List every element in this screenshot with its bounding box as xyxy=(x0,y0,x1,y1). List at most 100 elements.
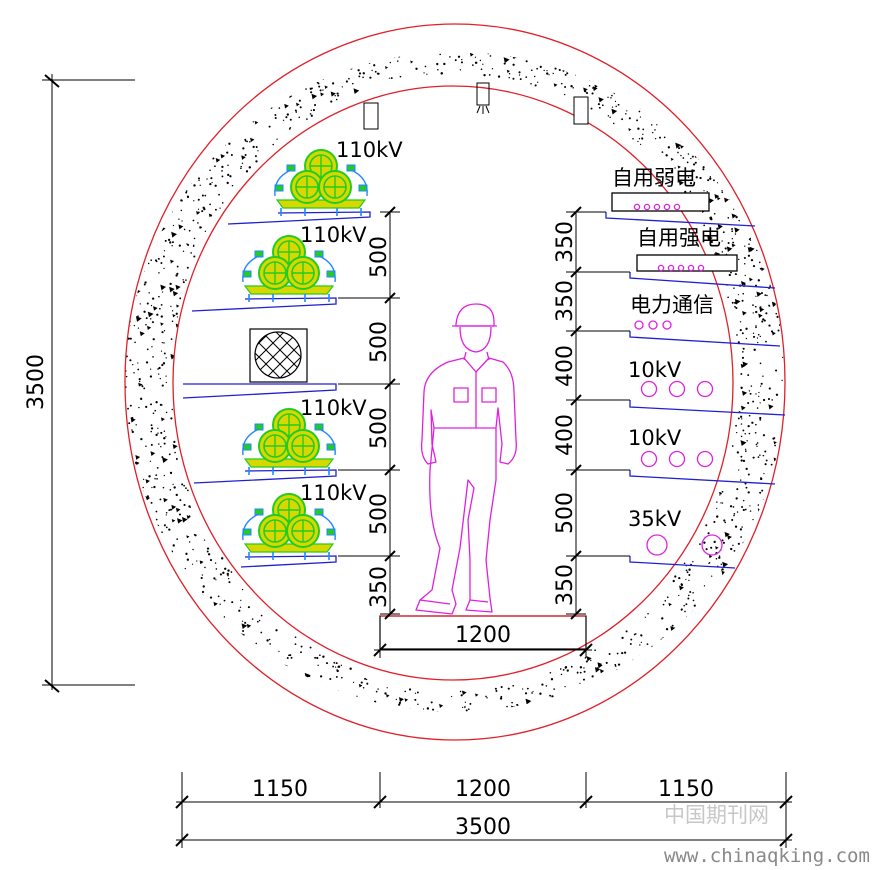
speckle xyxy=(171,310,174,312)
speckle xyxy=(594,84,598,89)
right-label-5: 10kV xyxy=(628,426,682,450)
speckle xyxy=(172,544,175,547)
speckle xyxy=(209,596,213,599)
speckle xyxy=(436,62,439,66)
speckle xyxy=(741,526,743,528)
speckle xyxy=(204,230,207,232)
speckle xyxy=(157,368,159,370)
speckle xyxy=(661,151,664,153)
speckle xyxy=(762,375,764,377)
speckle xyxy=(586,689,589,692)
speckle xyxy=(163,442,166,445)
speckle xyxy=(314,656,317,659)
speckle xyxy=(718,171,720,174)
speckle xyxy=(481,47,483,49)
speckle xyxy=(161,291,164,293)
speckle xyxy=(270,106,273,109)
speckle xyxy=(759,362,762,365)
speckle xyxy=(731,301,734,304)
speckle xyxy=(154,409,157,412)
speckle xyxy=(244,154,247,157)
speckle xyxy=(666,596,669,599)
speckle xyxy=(268,125,271,128)
speckle xyxy=(309,685,314,691)
right-dimension-chain xyxy=(566,206,630,620)
speckle xyxy=(150,451,156,456)
speckle xyxy=(756,407,759,409)
speckle xyxy=(258,653,261,656)
speckle xyxy=(150,424,153,427)
speckle xyxy=(741,506,744,508)
speckle xyxy=(158,366,161,370)
speckle xyxy=(170,508,173,511)
speckle xyxy=(398,703,401,706)
speckle xyxy=(597,103,600,106)
speckle xyxy=(182,281,185,284)
speckle xyxy=(204,194,207,197)
speckle xyxy=(573,695,576,698)
speckle xyxy=(594,667,601,673)
speckle xyxy=(227,569,230,572)
speckle xyxy=(250,648,252,651)
speckle xyxy=(156,466,159,469)
speckle xyxy=(356,716,358,718)
speckle xyxy=(435,41,437,43)
speckle xyxy=(630,638,633,641)
speckle xyxy=(245,115,248,117)
speckle xyxy=(474,56,477,58)
speckle xyxy=(548,49,550,51)
speckle xyxy=(176,265,179,268)
speckle xyxy=(356,695,358,697)
clamp-ear xyxy=(254,508,264,516)
speckle xyxy=(162,255,165,258)
speckle xyxy=(186,515,191,520)
speckle xyxy=(181,220,183,222)
clamp-ear xyxy=(314,508,324,516)
speckle xyxy=(159,498,162,501)
speckle xyxy=(599,72,602,75)
right-cable-trays xyxy=(605,212,786,569)
speckle xyxy=(771,301,778,307)
speckle xyxy=(127,337,130,340)
speckle xyxy=(759,307,765,313)
speckle xyxy=(499,697,503,700)
speckle xyxy=(512,77,515,80)
speckle xyxy=(357,69,360,72)
speckle xyxy=(151,346,153,348)
speckle xyxy=(201,594,203,596)
speckle xyxy=(294,69,298,73)
speckle xyxy=(628,93,634,99)
speckle xyxy=(720,492,722,495)
speckle xyxy=(306,72,308,75)
left-spacing-3: 500 xyxy=(367,407,392,449)
speckle xyxy=(356,51,359,53)
speckle xyxy=(742,310,747,316)
speckle xyxy=(169,286,175,293)
speckle xyxy=(342,707,345,709)
speckle xyxy=(168,509,171,512)
speckle xyxy=(694,616,696,619)
speckle xyxy=(765,459,768,462)
speckle xyxy=(137,315,139,317)
speckle xyxy=(512,56,516,59)
speckle xyxy=(186,535,190,539)
speckle xyxy=(188,541,191,543)
speckle xyxy=(553,83,558,87)
speckle xyxy=(240,167,242,170)
speckle xyxy=(415,47,416,48)
speckle xyxy=(310,114,313,117)
speckle xyxy=(642,128,645,131)
speckle xyxy=(313,104,317,107)
speckle xyxy=(761,292,763,294)
speckle xyxy=(164,239,167,242)
speckle xyxy=(758,395,760,397)
speckle xyxy=(172,483,174,486)
speckle xyxy=(416,710,423,713)
speckle xyxy=(469,52,474,57)
speckle xyxy=(289,127,292,129)
speckle xyxy=(483,26,485,28)
speckle xyxy=(181,517,188,523)
speckle xyxy=(175,274,178,277)
bundle-bracket xyxy=(243,543,335,553)
speckle xyxy=(640,100,644,103)
